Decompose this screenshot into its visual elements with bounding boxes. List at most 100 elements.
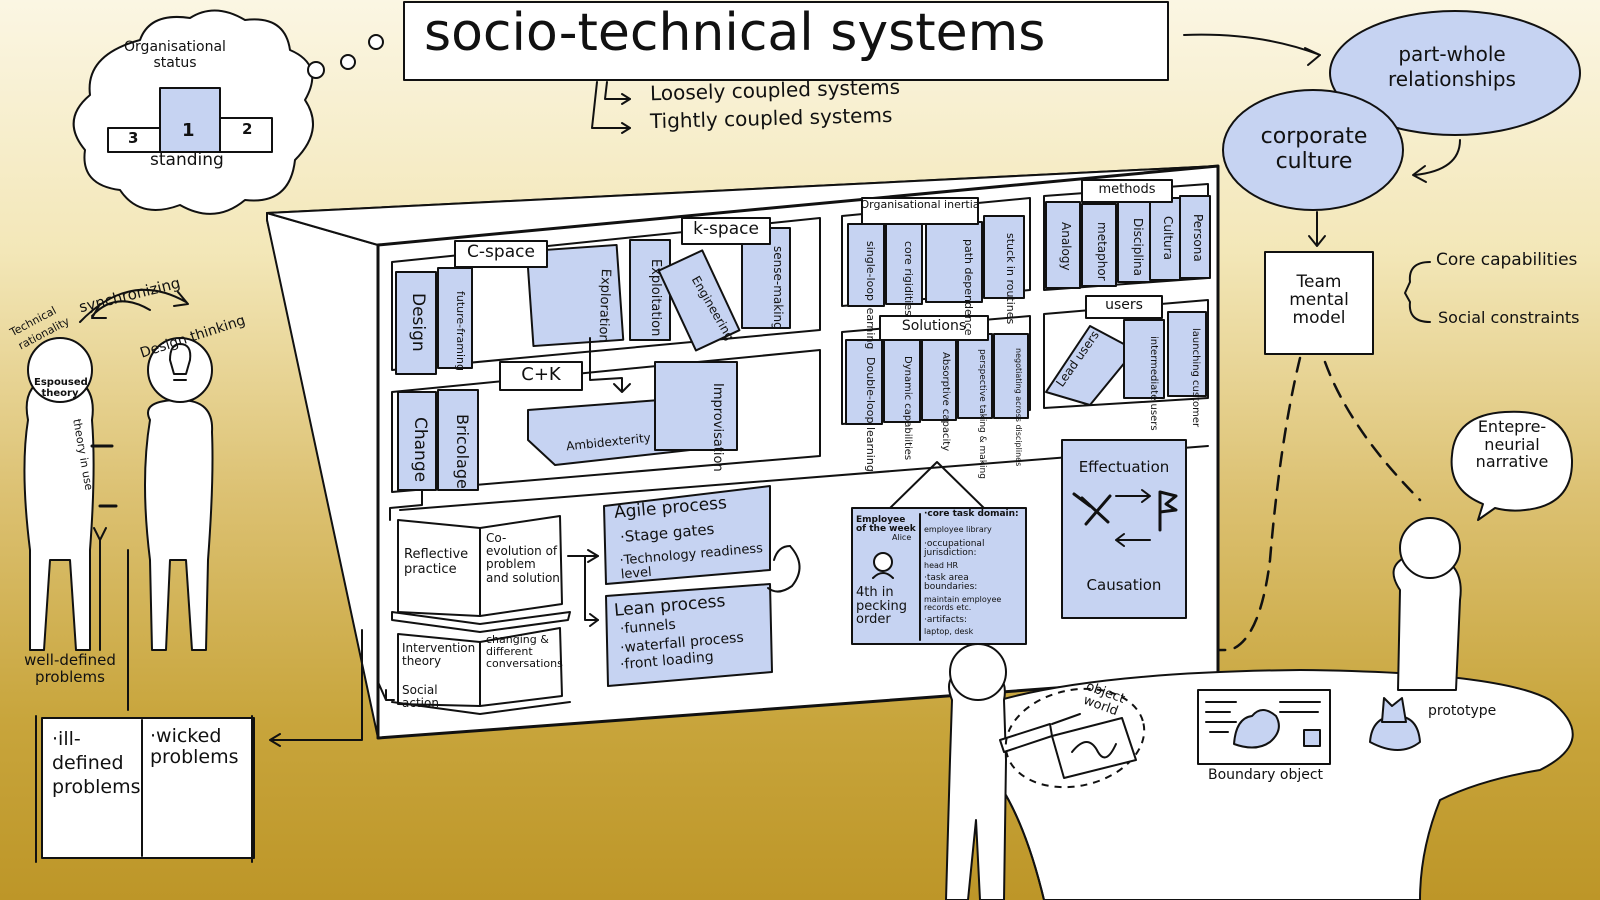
book-launching [1167, 311, 1207, 397]
laptop-desk: laptop, desk [924, 627, 974, 636]
label-k-space [681, 217, 771, 245]
causation-label: Causation [1086, 576, 1162, 594]
solutions-label: Solutions [901, 318, 967, 334]
book-change [397, 391, 437, 491]
employee-title: Employee of the week [856, 515, 916, 534]
person-left [945, 667, 1007, 900]
spine-perspective: perspective taking & making [977, 349, 987, 479]
team-brace [1404, 261, 1431, 323]
book-negotiating [993, 333, 1029, 419]
org-inertia-label: Organisational inertia [860, 198, 980, 211]
reflective-practice: Reflective practice [404, 547, 469, 577]
book-analogy [1045, 201, 1081, 289]
problems-book [41, 717, 255, 859]
podium-3 [107, 127, 161, 153]
book-bricolage [437, 389, 479, 491]
core-task: ·core task domain: [924, 509, 1019, 519]
pecking-order: 4th in pecking order [856, 585, 908, 628]
spine-double-loop: Double-loop learning [864, 357, 877, 472]
employee-name: Alice [892, 533, 912, 542]
spine-cultura: Cultura [1161, 216, 1175, 260]
book-engineering [657, 249, 741, 352]
tools-icon [1072, 492, 1112, 526]
employee-poster [851, 507, 1027, 645]
spine-design: Design [408, 293, 428, 352]
effectuation-poster [1061, 439, 1187, 619]
team-to-person2-dashes [1323, 360, 1422, 502]
intervention-theory: Intervention theory [402, 641, 476, 669]
prototype [1369, 715, 1421, 751]
team-mental-model-label: Team mental model [1289, 272, 1349, 328]
coupling-arrow-1 [604, 81, 631, 100]
book-disciplina [1117, 199, 1153, 283]
occupational: ·occupational jurisdiction: [924, 539, 985, 558]
book-improvisation [654, 361, 738, 451]
book-perspective [957, 333, 993, 419]
spine-intermediate: intermediate users [1148, 336, 1159, 431]
spine-stuck-routines: stuck in routines [1004, 233, 1017, 325]
entrepreneurial-bubble [1450, 410, 1574, 521]
standing-label: standing [150, 150, 224, 170]
book-design [395, 271, 437, 375]
book-double-loop [845, 339, 883, 425]
team-mental-model-box [1264, 251, 1374, 355]
page-title: socio-technical systems [424, 3, 1046, 63]
spine-path-dependence: path dependence [962, 239, 975, 336]
spine-exploitation: Exploitation [648, 259, 663, 337]
person-technical [23, 373, 95, 651]
label-solutions [879, 315, 989, 341]
flag-icon [1158, 490, 1178, 532]
well-defined-label: well-defined problems [24, 651, 116, 687]
social-constraints-label: Social constraints [1438, 308, 1580, 327]
spine-core-rigidities: core rigidities [902, 241, 915, 316]
boundary-object-label: Boundary object [1208, 767, 1324, 783]
title-to-partwhole-arrow [1183, 33, 1321, 56]
book-persona [1179, 195, 1211, 279]
spine-change: Change [410, 417, 430, 483]
corporate-culture-bubble [1222, 89, 1404, 211]
label-users [1085, 295, 1163, 319]
spine-dynamic-cap: Dynamic capabilities [902, 356, 913, 461]
spine-launching: launching customer [1190, 328, 1201, 428]
book-dynamic-cap [883, 339, 921, 423]
title-box [403, 1, 1169, 81]
agile-box [603, 485, 771, 585]
spine-metaphor: metaphor [1095, 222, 1109, 281]
object-world-ellipse [1004, 687, 1146, 789]
social-action: Social action [402, 683, 439, 711]
label-methods [1081, 179, 1173, 203]
k-space-label: k-space [693, 219, 759, 239]
book-exploration [525, 243, 625, 348]
status-title-2: status [153, 55, 197, 71]
partwhole-to-culture-arrow [1414, 139, 1461, 176]
spine-analogy: Analogy [1059, 222, 1073, 271]
employee-library: employee library [924, 525, 992, 534]
effectuation-label: Effectuation [1078, 458, 1170, 476]
podium-label-2: 2 [242, 120, 253, 138]
changing-conversations: changing & different conversations [486, 633, 563, 671]
wicked-label: ·wicked problems [150, 725, 239, 768]
methods-label: methods [1098, 182, 1156, 197]
part-whole-bubble [1329, 10, 1581, 136]
artifacts: ·artifacts: [924, 615, 967, 625]
culture-to-team-arrow [1308, 211, 1326, 247]
core-capabilities-label: Core capabilities [1436, 250, 1578, 270]
spine-exploration: Exploration [595, 268, 613, 343]
book-cultura [1149, 197, 1181, 281]
podium-2 [219, 117, 273, 153]
book-metaphor [1081, 203, 1117, 287]
users-label: users [1105, 297, 1143, 313]
to-problems-arrow [269, 629, 363, 747]
c-space-label: C-space [467, 242, 535, 262]
espoused-theory: Espoused theory [34, 377, 88, 399]
sync-arrow [79, 288, 189, 323]
head-hr: head HR [924, 561, 959, 570]
spine-improvisation: Improvisation [710, 383, 725, 472]
coupling-arrow-2 [591, 81, 631, 129]
lean-box [605, 583, 773, 687]
maintain-records: maintain employee records etc. [924, 595, 1002, 612]
podium-label-3: 3 [128, 129, 139, 147]
spine-negotiating: negotiating across disciplines [1014, 348, 1023, 467]
book-stuck-routines [983, 215, 1025, 299]
